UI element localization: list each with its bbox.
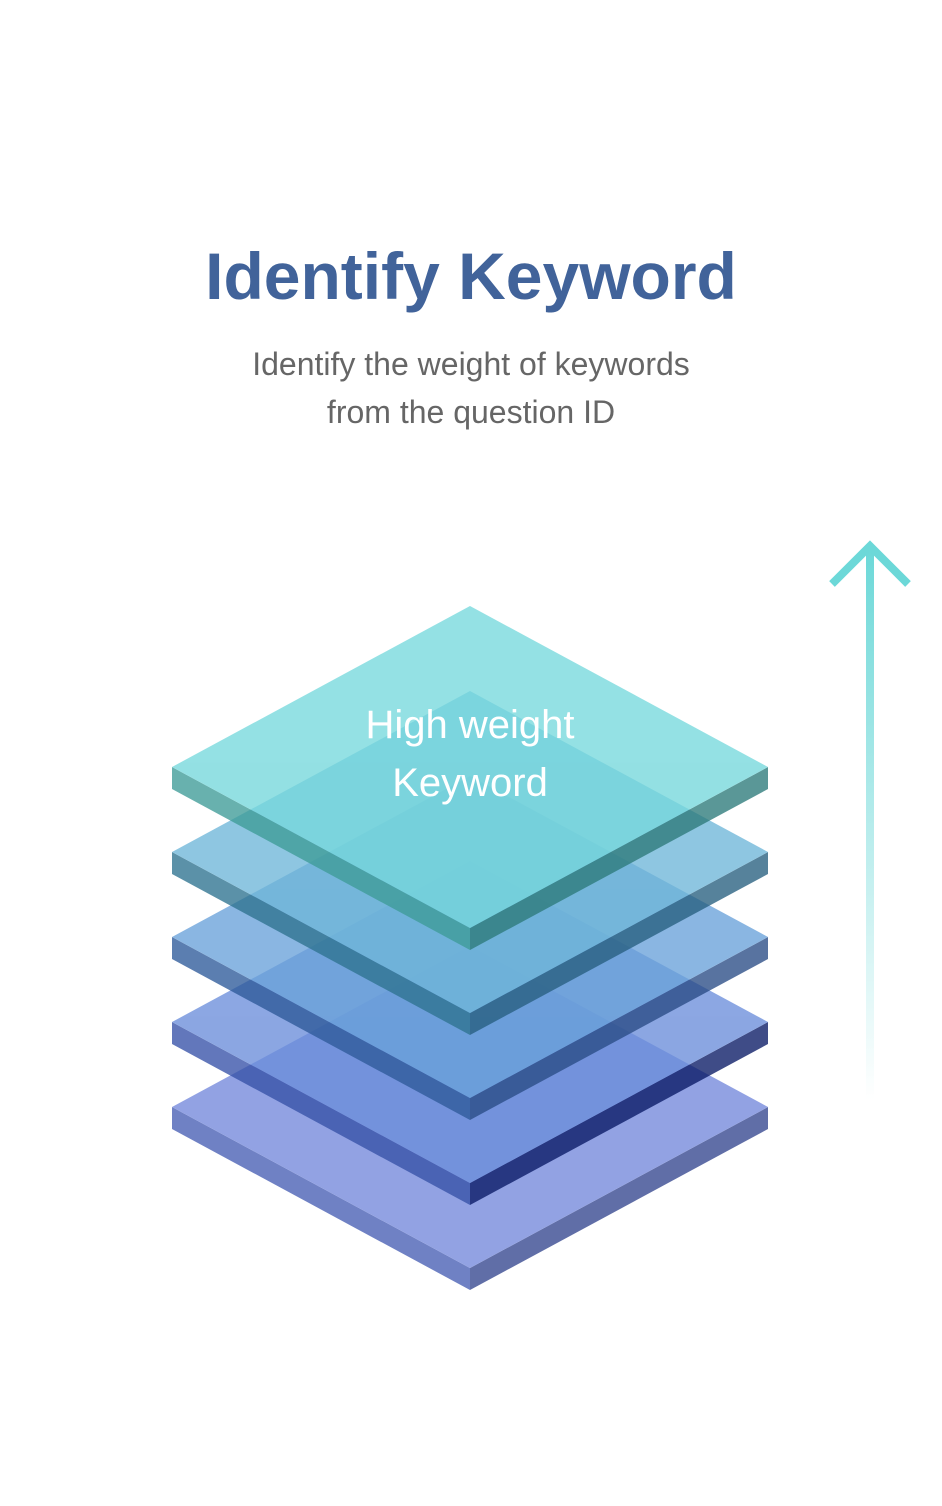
layer-1-left-side xyxy=(172,1107,470,1290)
layer-5-top-face xyxy=(172,606,768,928)
layer-3-right-side xyxy=(470,937,768,1120)
layer-3-left-side xyxy=(172,937,470,1120)
top-layer-label-line-1: High weight xyxy=(365,703,574,747)
subtitle-line-1: Identify the weight of keywords xyxy=(252,346,690,382)
layer-5-left-side xyxy=(172,767,470,950)
layer-1-right-side xyxy=(470,1107,768,1290)
up-arrow-icon xyxy=(829,540,911,1100)
layer-4-right-side xyxy=(470,852,768,1035)
page-subtitle: Identify the weight of keywords from the… xyxy=(0,340,942,436)
layer-stack xyxy=(172,606,768,1290)
layer-4-left-side xyxy=(172,852,470,1035)
layer-2-left-side xyxy=(172,1022,470,1205)
subtitle-line-2: from the question ID xyxy=(326,394,616,430)
layer-2-right-side xyxy=(470,1022,768,1205)
top-layer-label-line-2: Keyword xyxy=(392,761,548,805)
layer-5-right-side xyxy=(470,767,768,950)
page-title: Identify Keyword xyxy=(205,239,737,313)
layer-5 xyxy=(172,606,768,950)
